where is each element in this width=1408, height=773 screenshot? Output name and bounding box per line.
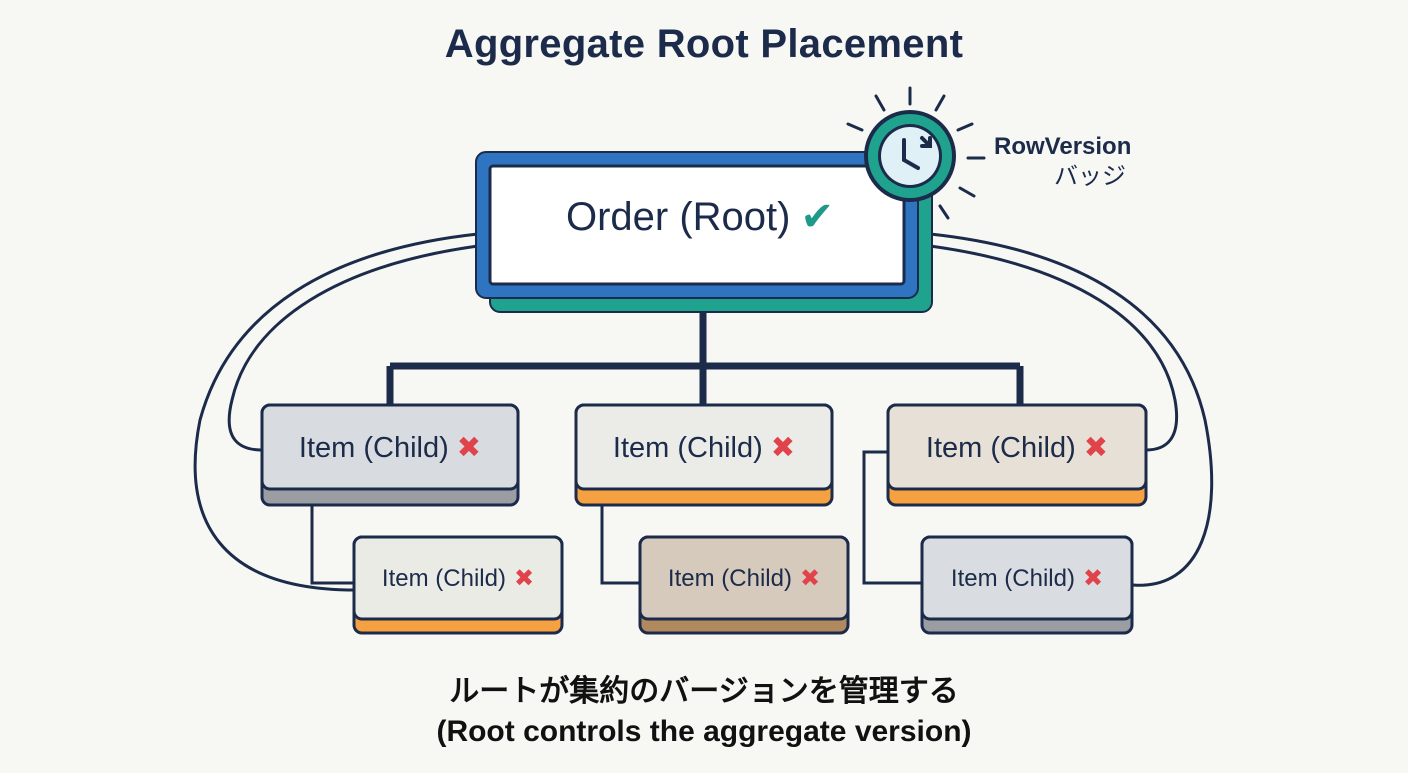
check-icon: ✔ (800, 195, 834, 239)
badge-ray (958, 186, 976, 198)
cross-icon: ✖ (513, 565, 535, 592)
sub-connector-right (862, 450, 922, 585)
child-label-text: Item (Child) (298, 432, 449, 464)
badge-ray (956, 122, 974, 132)
caption-line-2: (Root controls the aggregate version) (436, 715, 972, 748)
child-box-2 (574, 403, 834, 507)
badge-ray (934, 94, 946, 112)
badge-label-line1: RowVersion (994, 133, 1132, 160)
child-box-3 (886, 403, 1148, 507)
child-box-2-face (574, 403, 834, 491)
tree-connectors (386, 312, 1024, 405)
child-box-1-face (260, 403, 520, 491)
loop-right-inner (929, 244, 1178, 452)
caption: ルートが集約のバージョンを管理する (Root controls the agg… (0, 672, 1408, 752)
root-box (475, 151, 933, 313)
root-label-text: Order (Root) (565, 195, 791, 239)
badge-ray (938, 204, 950, 220)
child-label-1: Item (Child)✖ (262, 430, 518, 465)
badge-label: RowVersion バッジ (994, 132, 1131, 192)
clock-refresh-arrowhead (920, 136, 932, 148)
root-box-inner (488, 164, 906, 286)
cross-icon: ✖ (456, 432, 482, 464)
loop-left-outer (193, 232, 479, 592)
child-label-5: Item (Child) ✖ (640, 564, 848, 593)
badge-rays (846, 86, 986, 220)
child-label-text: Item (Child) (667, 565, 792, 592)
badge-ray (846, 122, 864, 132)
rowversion-badge (846, 86, 986, 220)
child-box-6-face (920, 535, 1134, 621)
child-label-3: Item (Child)✖ (888, 430, 1146, 465)
badge-ray (874, 94, 886, 112)
cross-icon: ✖ (770, 432, 796, 464)
child-label-2: Item (Child)✖ (576, 430, 832, 465)
child-box-4-face (352, 535, 564, 621)
child-label-text: Item (Child) (612, 432, 763, 464)
sub-connector-middle (600, 505, 640, 585)
child-label-text: Item (Child) (381, 565, 506, 592)
child-label-6: Item (Child) ✖ (922, 564, 1132, 593)
child-box-5-face (638, 535, 850, 621)
child-box-1 (260, 403, 520, 507)
clock-hand-hour (902, 138, 920, 170)
sub-connector-left (310, 505, 355, 585)
sub-connectors (310, 450, 922, 585)
child-label-text: Item (Child) (950, 565, 1075, 592)
diagram-title: Aggregate Root Placement (444, 22, 964, 66)
child-box-5 (638, 535, 850, 635)
cross-icon: ✖ (1082, 565, 1104, 592)
child-box-3-face (886, 403, 1148, 491)
clock-icon (881, 127, 939, 185)
child-label-text: Item (Child) (925, 432, 1076, 464)
child-box-4 (352, 535, 564, 635)
root-label: Order (Root)✔ (490, 194, 910, 240)
cross-icon: ✖ (799, 565, 821, 592)
child-label-4: Item (Child) ✖ (354, 564, 562, 593)
caption-line-1: ルートが集約のバージョンを管理する (449, 675, 959, 708)
child-box-6 (920, 535, 1134, 635)
loop-right-outer (929, 232, 1214, 587)
loop-left-inner (227, 244, 479, 452)
cross-icon: ✖ (1083, 432, 1109, 464)
clock-hands (902, 136, 932, 170)
badge-label-line2: バッジ (1054, 163, 1126, 190)
loop-connectors (193, 232, 1214, 592)
